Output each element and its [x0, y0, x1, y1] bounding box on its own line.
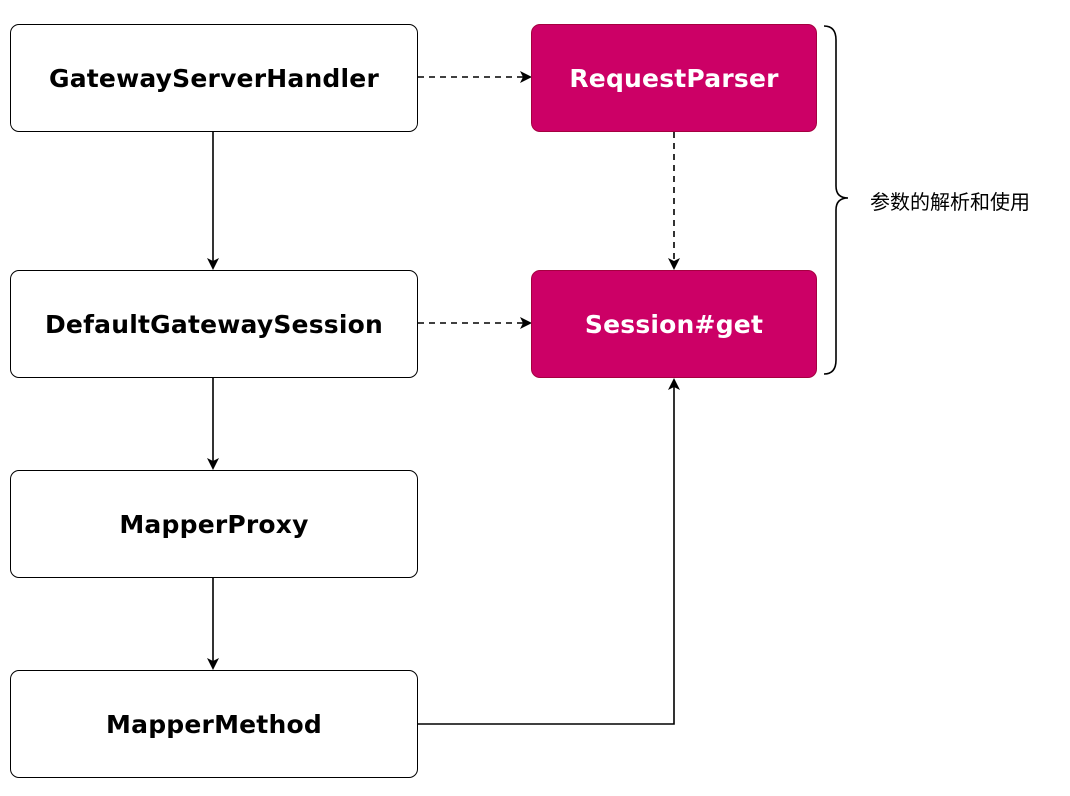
node-label: DefaultGatewaySession: [44, 309, 384, 339]
edge-method-to-sessionget: [418, 378, 680, 725]
node-default-gateway-session: DefaultGatewaySession: [10, 270, 418, 378]
brace-label: 参数的解析和使用: [870, 190, 1030, 214]
node-label: RequestParser: [569, 63, 779, 93]
node-mapper-proxy: MapperProxy: [10, 470, 418, 578]
node-label: GatewayServerHandler: [48, 63, 379, 93]
node-mapper-method: MapperMethod: [10, 670, 418, 778]
node-label: Session#get: [584, 309, 764, 339]
node-label: MapperMethod: [106, 709, 322, 739]
curly-brace: [823, 25, 849, 375]
node-gateway-server-handler: GatewayServerHandler: [10, 24, 418, 132]
node-request-parser: RequestParser: [531, 24, 817, 132]
node-session-get: Session#get: [531, 270, 817, 378]
node-label: MapperProxy: [119, 509, 309, 539]
